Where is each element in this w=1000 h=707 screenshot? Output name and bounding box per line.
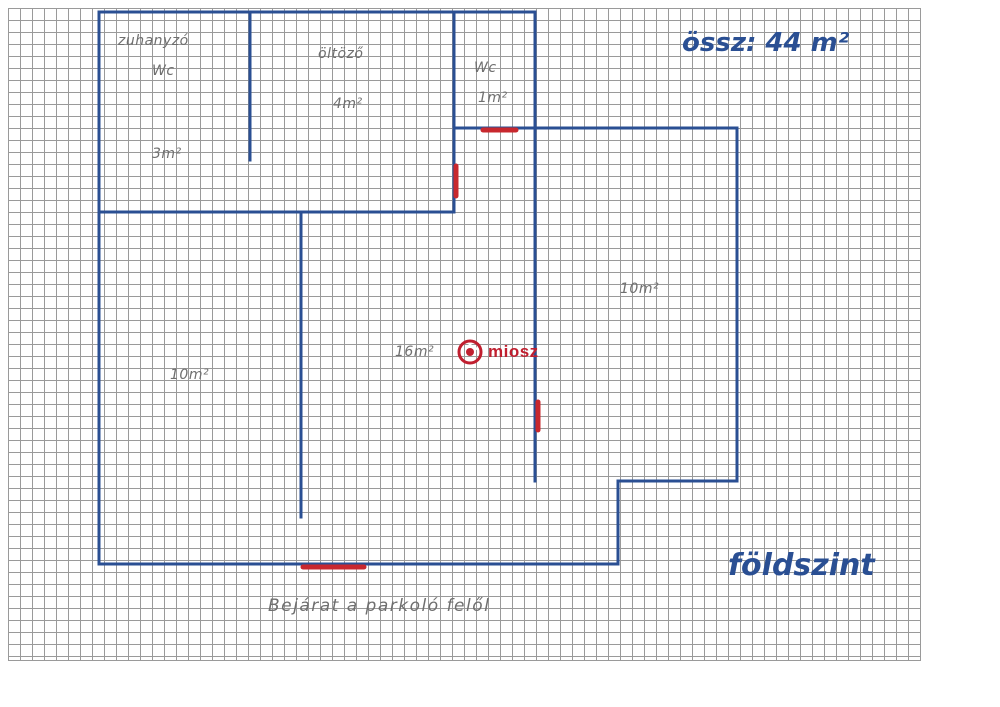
room-area-main: 16m² [395,344,435,360]
room-area-left: 10m² [170,367,210,383]
level-label: földszint [728,548,875,583]
room-name2-storage: Wc [152,63,175,79]
room-area-changing: 4m² [333,96,363,112]
room-name-storage: zuhanyzó [118,33,189,49]
miosz-logo-icon [457,339,483,365]
room-name-wc: Wc [474,60,497,76]
entrance-label: Bejárat a parkoló felől [268,596,491,616]
graph-paper-grid [8,8,921,661]
room-area-wc: 1m² [478,90,508,106]
room-name-changing: öltöző [318,46,364,62]
wall-top [97,10,739,566]
total-area-label: össz: 44 m² [682,28,850,58]
room-area-right: 10m² [620,281,660,297]
miosz-logo: miosz [455,337,539,367]
room-area-storage: 3m² [152,146,182,162]
miosz-logo-text: miosz [488,342,539,361]
